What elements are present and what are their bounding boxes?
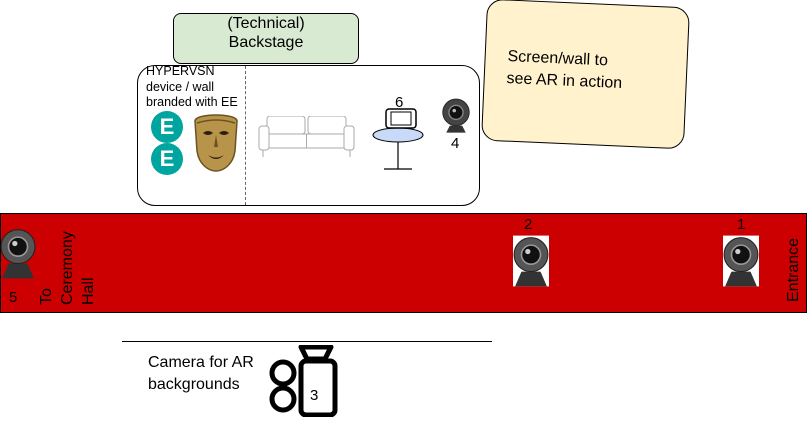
video-camera-icon [269, 345, 338, 417]
360-camera-icon [0, 229, 36, 279]
table-icon [372, 127, 424, 170]
phone-icon [385, 108, 417, 129]
360-camera-icon [442, 98, 470, 133]
camera-6-number: 6 [395, 94, 404, 111]
camera-3-number: 3 [310, 387, 319, 404]
ee-logo-bottom-letter: E [160, 146, 175, 171]
entrance-label: Entrance [785, 237, 802, 302]
360-camera-icon [723, 235, 759, 287]
backstage-box [173, 13, 359, 64]
hypervsn-label: HYPERVSN device / wall branded with EE [146, 64, 238, 109]
to-ceremony-hall-label: To Ceremony Hall [38, 231, 97, 305]
camera-position-line [122, 341, 492, 342]
ee-logo-bottom-circle [151, 143, 183, 175]
360-camera-icon [513, 235, 549, 287]
camera-4-number: 4 [451, 135, 460, 152]
lounge-divider [245, 66, 246, 205]
camera-ar-label: Camera for AR backgrounds [148, 354, 254, 393]
ee-logo: E E [151, 111, 183, 175]
ee-logo-top-letter: E [160, 114, 175, 139]
sofa-icon [258, 116, 355, 157]
camera-5-number: 5 [9, 289, 18, 306]
ee-logo-top-circle [151, 111, 183, 143]
ar-screen-label: Screen/wall to see AR in action [506, 47, 623, 93]
bafta-mask-logo [194, 114, 238, 172]
red-carpet-corridor [0, 213, 807, 313]
camera-2-number: 2 [524, 216, 533, 233]
backstage-label: (Technical) Backstage [227, 15, 305, 51]
camera-1-number: 1 [737, 216, 746, 233]
